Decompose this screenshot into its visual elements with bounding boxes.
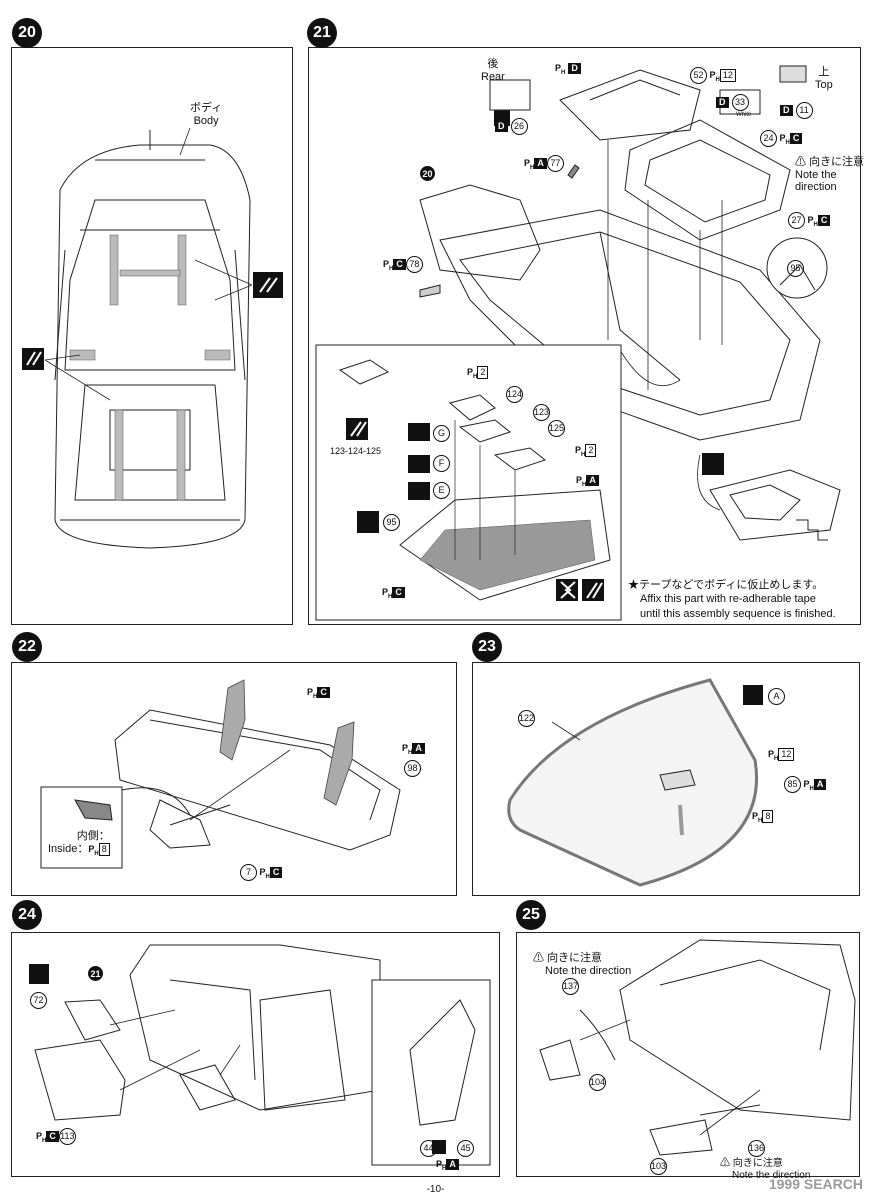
step-21-number: 21 — [307, 18, 337, 48]
top-label: 上 Top — [815, 66, 833, 91]
callout-D26: D 26 — [495, 118, 528, 135]
callout-F: F — [433, 455, 450, 472]
callout-ph-D: PH D — [555, 62, 581, 77]
step-20-number: 20 — [12, 18, 42, 48]
callout-104: 104 — [589, 1074, 606, 1091]
callout-ref-21: 21 — [88, 966, 103, 981]
callout-122: 122 — [518, 710, 535, 727]
decal-white-label: White — [736, 112, 752, 118]
callout-D33: D 33 — [716, 94, 749, 111]
step-24-number: 24 — [12, 900, 42, 930]
callout-95-inset: 95 — [383, 514, 400, 531]
watermark: 1999 SEARCH — [768, 1176, 863, 1192]
callout-124: 124 — [506, 386, 523, 403]
callout-98: 98 — [404, 760, 421, 777]
callout-A-23: A — [768, 688, 785, 705]
step-23-number: 23 — [472, 632, 502, 662]
step-22-number: 22 — [12, 632, 42, 662]
callout-123: 123 — [533, 404, 550, 421]
warn-note: ⚠ 向きに注意 Note the direction — [795, 156, 865, 194]
ref-step-20: 20 — [420, 166, 435, 181]
callout-103: 103 — [650, 1158, 667, 1175]
step-25-number: 25 — [516, 900, 546, 930]
callout-72: 72 — [30, 992, 47, 1009]
callout-E: E — [433, 482, 450, 499]
callout-G: G — [433, 425, 450, 442]
callout-D11: D 11 — [780, 102, 813, 119]
page-number: -10- — [426, 1184, 445, 1195]
callout-125: 125 — [548, 420, 565, 437]
range-label: 123-124-125 — [330, 446, 382, 456]
rear-label: 後 Rear — [481, 58, 505, 83]
callout-137: 137 — [562, 978, 579, 995]
callout-136: 136 — [748, 1140, 765, 1157]
warn-note-25b: ⚠ 向きに注意 Note the direction — [720, 1158, 811, 1181]
tape-note: ★テープなどでボディに仮止めします。 Affix this part with … — [628, 579, 836, 620]
callout-44-45: 44 45 — [420, 1140, 475, 1157]
callout-95-top: 95 — [787, 260, 804, 277]
body-label: ボディ Body — [190, 102, 223, 127]
warn-note-25: ⚠ 向きに注意 Note the direction — [533, 952, 632, 977]
step-25-panel — [516, 932, 860, 1177]
